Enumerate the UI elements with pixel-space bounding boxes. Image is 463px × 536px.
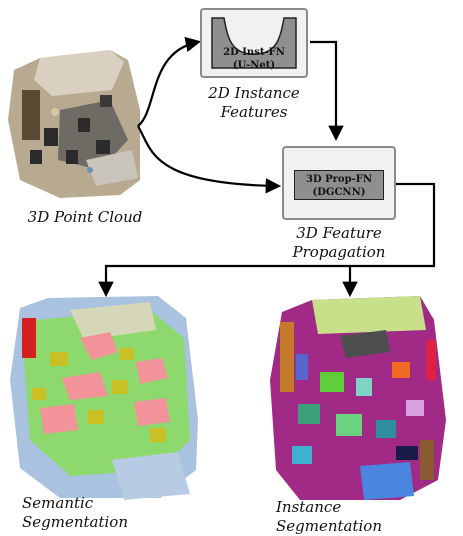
caption-semantic-line1: Semantic [22, 494, 94, 512]
instance-segmentation-image [270, 296, 446, 500]
arrow-to-inst-fn [137, 36, 202, 127]
prop-fn-name: 3D Prop-FN [306, 174, 372, 185]
caption-semantic-line2: Segmentation [22, 513, 129, 531]
inst-fn-name: 2D Inst-FN [223, 47, 285, 58]
semantic-segmentation-image [10, 296, 198, 500]
caption-point-cloud-text: 3D Point Cloud [27, 208, 143, 226]
arrow-inst-to-prop [310, 40, 344, 142]
caption-instance-features-line1: 2D Instance [208, 84, 300, 102]
inst-fn-arch: (U-Net) [232, 60, 276, 71]
caption-feature-propagation-line1: 3D Feature [296, 224, 382, 242]
caption-instance-features-line2: Features [220, 103, 288, 121]
point-cloud-image [8, 50, 140, 198]
prop-fn-block: 3D Prop-FN (DGCNN) [282, 146, 396, 220]
prop-fn-arch: (DGCNN) [312, 187, 366, 198]
unet-shape-icon [211, 17, 297, 69]
caption-point-cloud: 3D Point Cloud [10, 208, 160, 227]
caption-instance-line1: Instance [276, 498, 342, 516]
prop-fn-inner [294, 170, 384, 200]
inst-fn-block: 2D Inst-FN (U-Net) [200, 8, 308, 78]
arrow-to-prop-fn [137, 125, 282, 194]
caption-feature-propagation: 3D Feature Propagation [280, 224, 398, 262]
caption-instance-line2: Segmentation [276, 517, 383, 535]
arrow-to-semantic [98, 182, 436, 298]
caption-instance-features: 2D Instance Features [196, 84, 312, 122]
caption-feature-propagation-line2: Propagation [292, 243, 386, 261]
caption-instance: Instance Segmentation [276, 498, 382, 536]
caption-semantic: Semantic Segmentation [22, 494, 128, 532]
